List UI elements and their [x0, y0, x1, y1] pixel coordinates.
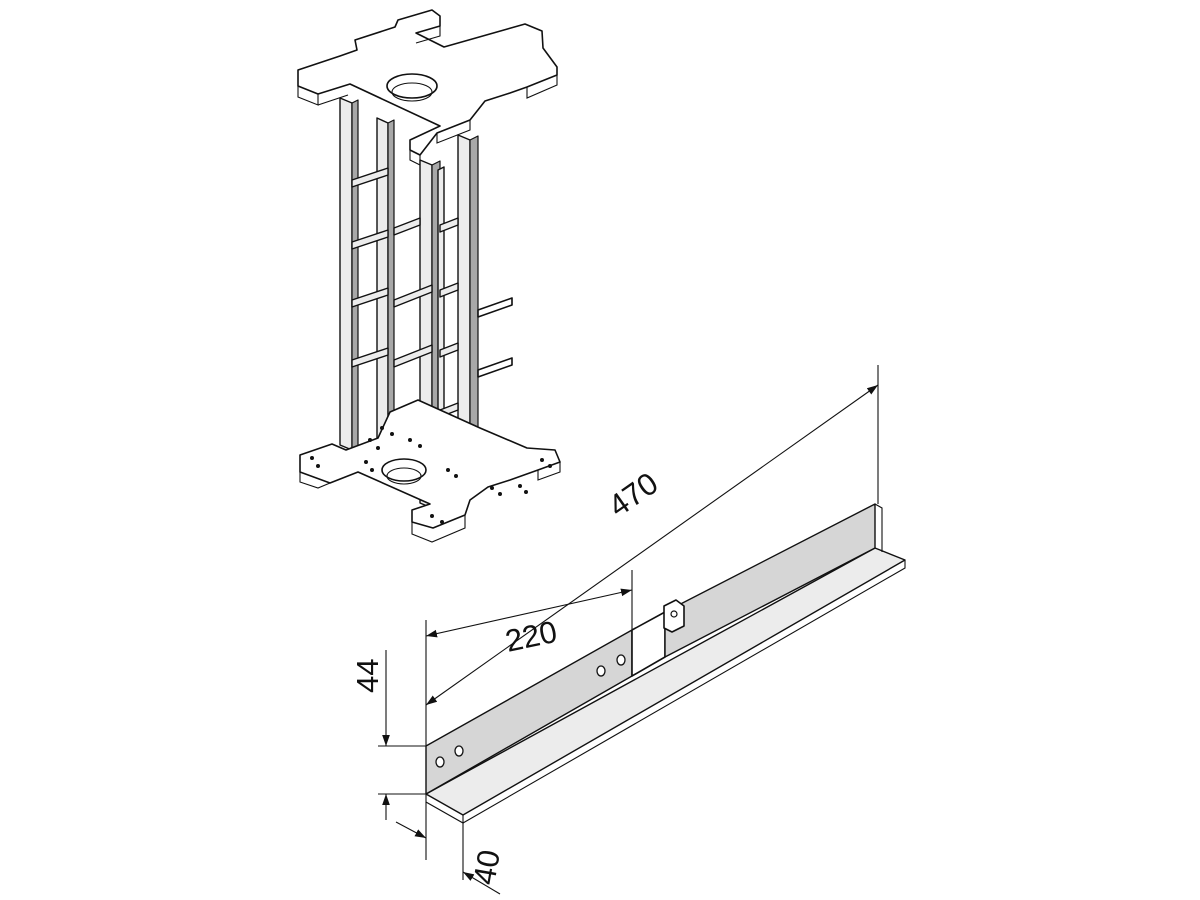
frame-bottom-plate [299, 399, 561, 543]
dimension-220-label: 220 [502, 614, 560, 659]
dimension-44-label: 44 [350, 659, 385, 693]
frame-rungs [351, 167, 513, 426]
distribution-frame [297, 9, 561, 543]
frame-top-plate [297, 9, 558, 166]
dimension-lines [378, 365, 879, 895]
dimension-470-label: 470 [602, 465, 664, 523]
angle-rail [425, 503, 906, 824]
dimension-40-label: 40 [466, 847, 506, 887]
